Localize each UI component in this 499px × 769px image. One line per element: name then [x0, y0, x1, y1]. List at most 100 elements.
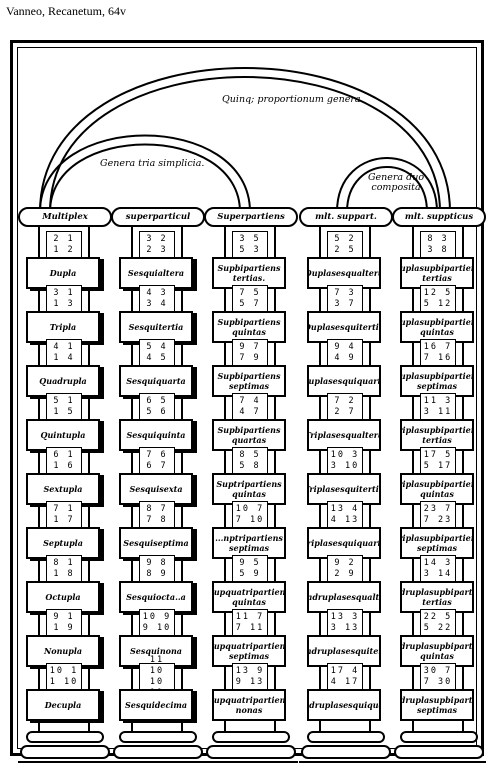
column-base: [299, 731, 393, 769]
column-base: [204, 731, 298, 769]
ratio-line: 2 7: [334, 407, 356, 417]
base-molding: [18, 761, 112, 769]
ratio-line: 3 1: [53, 288, 75, 298]
ratio-line: 1 2: [53, 245, 75, 255]
ratio-line: 9 4: [334, 342, 356, 352]
column-header: Superpartiens: [204, 207, 298, 227]
ratio-line: 4 13: [330, 515, 360, 525]
arch-label-right: Genera duo composita: [367, 172, 425, 193]
ratio-line: 5 22: [423, 623, 453, 633]
ratio-line: 7 6: [146, 450, 168, 460]
proportion-name: Sesquidecima: [119, 689, 193, 721]
ratio-line: 5 8: [239, 461, 261, 471]
ratio-line: 7 3: [334, 288, 356, 298]
ratio-line: 10 3: [330, 450, 360, 460]
ratio-line: 10 1: [49, 666, 79, 676]
proportion-name: Duplasupbipartiens tertias: [400, 257, 474, 289]
proportion-name: Supquatripartiens nonas: [212, 689, 286, 721]
ratio-line: 13 3: [330, 612, 360, 622]
ratio-line: 9 8: [146, 558, 168, 568]
proportion-name: Sesquiocta..a: [119, 581, 193, 613]
ratio-line: 4 7: [239, 407, 261, 417]
ratio-line: 5 7: [239, 299, 261, 309]
arch-label-top: Quinq; proportionum genera.: [222, 94, 364, 105]
proportion-name: Duplasesquitertia: [307, 311, 381, 343]
ratio-line: 7 9: [239, 353, 261, 363]
arch-label-left: Genera tria simplicia.: [100, 158, 205, 169]
ratio-line: 4 17: [330, 677, 360, 687]
ratio-line: 11 3: [423, 396, 453, 406]
ratio-line: 7 30: [423, 677, 453, 687]
ratio-line: 5 12: [423, 299, 453, 309]
ratio-line: 8 9: [146, 569, 168, 579]
proportion-name: Quadruplasesquitertia: [307, 635, 381, 667]
ratio-line: 10 9: [142, 612, 172, 622]
column-header: mlt. suppart.: [299, 207, 393, 227]
ratio-line: 5 6: [146, 407, 168, 417]
ratio-line: 7 11: [235, 623, 265, 633]
figure-caption: Vanneo, Recanetum, 64v: [6, 4, 126, 18]
proportion-name: Supquatripartiens septimas: [212, 635, 286, 667]
ratio-line: 10 7: [235, 504, 265, 514]
ratio-line: 3 10: [330, 461, 360, 471]
ratio-line: 22 5: [423, 612, 453, 622]
ratio-line: 12 5: [423, 288, 453, 298]
proportion-name: Quadruplasesqualtera: [307, 581, 381, 613]
ratio-line: 6 5: [146, 396, 168, 406]
ratio-line: 5 3: [239, 245, 261, 255]
ratio-line: 11 10: [149, 655, 165, 676]
proportion-name: Supbipartiens septimas: [212, 365, 286, 397]
ratio-line: 16 7: [423, 342, 453, 352]
ratio-line: 8 3: [427, 234, 449, 244]
base-molding: [206, 745, 296, 759]
ratio-line: 9 1: [53, 612, 75, 622]
ratio-line: 5 17: [423, 461, 453, 471]
ratio-line: 8 1: [53, 558, 75, 568]
proportion-name: Nonupla: [26, 635, 100, 667]
column-header: superparticul: [111, 207, 205, 227]
base-molding: [111, 761, 205, 769]
ratio-line: 17 4: [330, 666, 360, 676]
proportion-name: quadruplasupbipartiens septimas: [400, 689, 474, 721]
column-header: Multiplex: [18, 207, 112, 227]
ratio-line: 1 3: [53, 299, 75, 309]
ratio-line: 5 1: [53, 396, 75, 406]
ratio-line: 7 4: [239, 396, 261, 406]
proportion-name: Duplasesquiquarta: [307, 365, 381, 397]
ratio-line: 9 13: [235, 677, 265, 687]
ratio-line: 7 10: [235, 515, 265, 525]
proportion-name: Suptripartiens quintas: [212, 473, 286, 505]
base-molding: [299, 761, 393, 769]
ratio-line: 3 13: [330, 623, 360, 633]
ratio-line: 17 5: [423, 450, 453, 460]
ratio-line: 8 7: [146, 504, 168, 514]
ratio-line: 1 10: [49, 677, 79, 687]
ratio-line: 3 14: [423, 569, 453, 579]
ratio-line: 2 3: [146, 245, 168, 255]
ratio-line: 4 1: [53, 342, 75, 352]
ratio-line: 1 5: [53, 407, 75, 417]
ratio-line: 7 5: [239, 288, 261, 298]
ratio-line: 7 16: [423, 353, 453, 363]
proportion-name: quadruplasupbipartiens quintas: [400, 635, 474, 667]
